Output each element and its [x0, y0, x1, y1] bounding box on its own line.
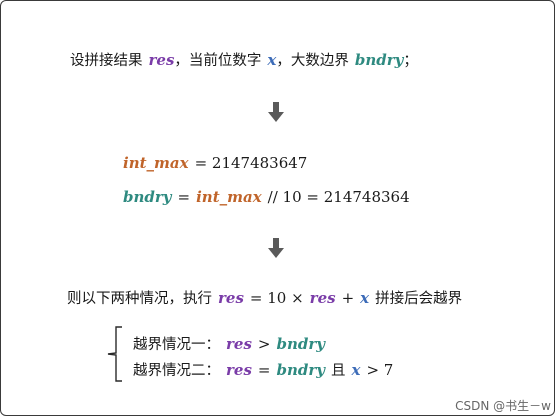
int-max-value: = 2147483647 [194, 154, 308, 172]
left-brace-icon [107, 326, 122, 382]
var-x: x [351, 361, 361, 379]
var-bndry: bndry [276, 361, 325, 379]
equals-sign: = [177, 188, 191, 206]
definition-prefix: 设拼接结果 [70, 53, 143, 69]
separator: ， [174, 53, 189, 69]
down-arrow-icon [268, 102, 284, 122]
condition-suffix: 拼接后会越界 [375, 291, 463, 307]
var-x: x [360, 289, 370, 307]
var-res: res [226, 335, 252, 353]
multiply-expression: = 10 × [249, 289, 304, 307]
definition-end: ； [403, 53, 418, 69]
var-res: res [226, 361, 252, 379]
plus-sign: + [341, 289, 355, 307]
case-one-label: 越界情况一： [133, 337, 220, 353]
var-int-max: int_max [123, 154, 189, 172]
var-bndry: bndry [123, 188, 172, 206]
case-one-line: 越界情况一： res > bndry [133, 334, 325, 355]
equals-sign: = [257, 361, 271, 379]
var-res: res [218, 289, 244, 307]
var-bndry: bndry [354, 51, 404, 69]
definition-mid2: 大数边界 [290, 53, 349, 69]
var-x: x [267, 51, 277, 69]
separator: ， [276, 53, 291, 69]
var-bndry: bndry [276, 335, 325, 353]
down-arrow-icon [268, 238, 284, 258]
var-res: res [148, 51, 175, 69]
conjunction: 且 [331, 363, 346, 379]
x-comparison: > 7 [366, 361, 394, 379]
greater-than-sign: > [257, 335, 271, 353]
definition-mid1: 当前位数字 [188, 53, 262, 69]
bndry-expression: // 10 = 214748364 [267, 188, 410, 206]
condition-line: 则以下两种情况，执行 res = 10 × res + x 拼接后会越界 [67, 288, 462, 309]
condition-prefix: 则以下两种情况，执行 [67, 291, 212, 307]
watermark: CSDN @书生－w [455, 399, 551, 413]
var-int-max: int_max [196, 188, 262, 206]
bndry-line: bndry = int_max // 10 = 214748364 [123, 187, 410, 207]
case-two-label: 越界情况二： [133, 363, 220, 379]
var-res: res [309, 289, 336, 307]
int-max-line: int_max = 2147483647 [123, 153, 307, 173]
